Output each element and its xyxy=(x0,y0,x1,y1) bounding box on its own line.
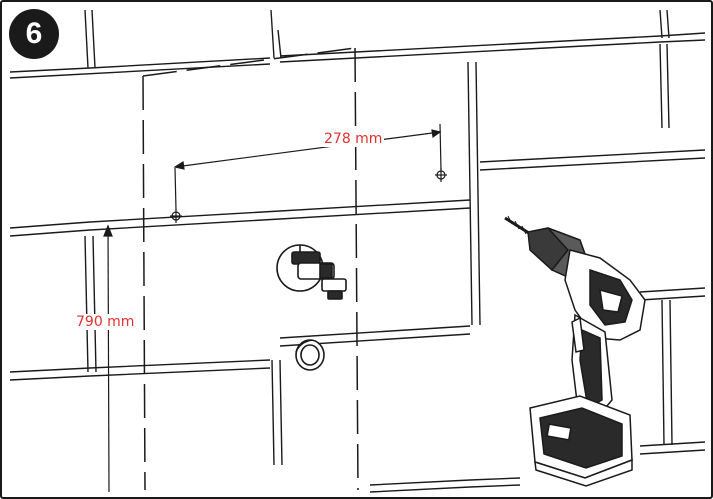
hole-height-label: 790 mm xyxy=(74,314,137,330)
wall-tiles xyxy=(9,9,706,493)
pipe-outlet-icon xyxy=(295,339,325,371)
angle-valve-icon xyxy=(276,244,347,300)
drill-icon xyxy=(504,215,646,487)
step-number-badge: 6 xyxy=(9,9,59,59)
dimension-lines xyxy=(103,123,442,493)
mounting-outline xyxy=(142,47,359,491)
drill-hole-marker-icon xyxy=(170,168,447,223)
hole-spacing-label: 278 mm xyxy=(322,131,385,147)
